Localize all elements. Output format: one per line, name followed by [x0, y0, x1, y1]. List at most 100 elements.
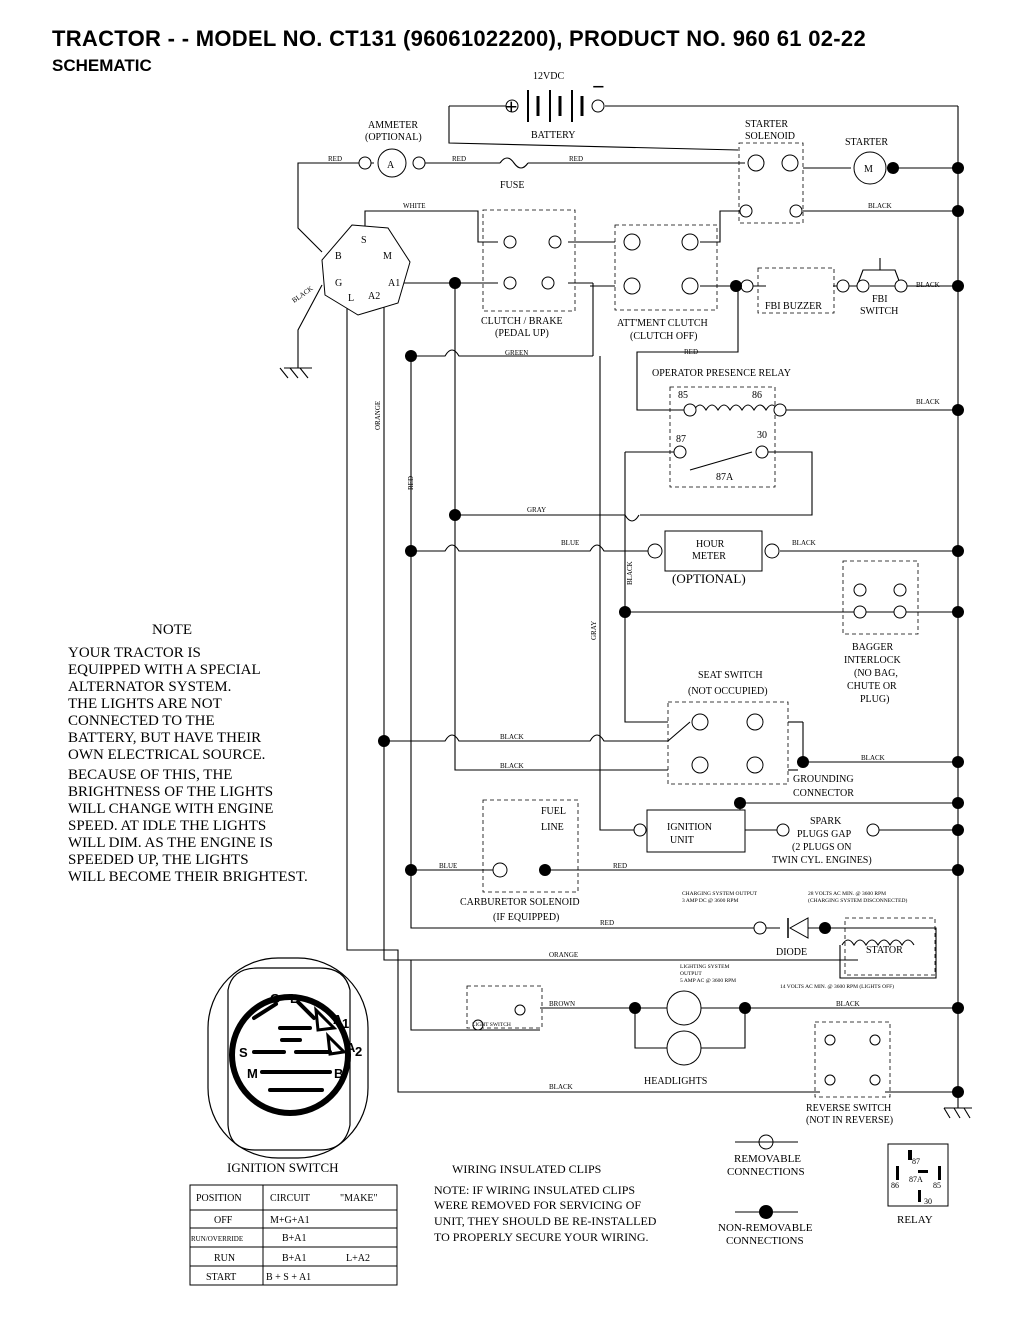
- wire-brown: BROWN: [549, 1000, 575, 1008]
- diode-symbol: [787, 917, 809, 939]
- note-line: BRIGHTNESS OF THE LIGHTS: [68, 784, 273, 800]
- term-a1: A1: [388, 278, 400, 289]
- carb-line2: (IF EQUIPPED): [493, 912, 559, 923]
- hour-meter-line2: METER: [692, 551, 726, 562]
- fbi-switch-line1: FBI: [872, 294, 888, 305]
- wire-red-1: RED: [328, 155, 342, 163]
- wire-red-7: RED: [407, 476, 415, 490]
- attment-line2: (CLUTCH OFF): [630, 331, 698, 342]
- component-outlines: [466, 142, 936, 1098]
- legend-nonremovable-1: NON-REMOVABLE: [718, 1222, 813, 1234]
- note-line: ALTERNATOR SYSTEM.: [68, 679, 231, 695]
- solenoid-line2: SOLENOID: [745, 131, 795, 142]
- hour-meter-optional: (OPTIONAL): [672, 571, 746, 586]
- reverse-line2: (NOT IN REVERSE): [806, 1115, 893, 1126]
- bagger-line1: BAGGER: [852, 642, 893, 653]
- bagger-line4: CHUTE OR: [847, 681, 897, 692]
- wire-black-2: BLACK: [916, 281, 940, 289]
- ignition-table: POSITION CIRCUIT "MAKE" OFF M+G+A1 RUN/O…: [189, 1184, 398, 1286]
- relay-pin-30: 30: [924, 1197, 932, 1206]
- spark-line1: SPARK: [810, 816, 842, 827]
- wire-red-5: RED: [613, 862, 627, 870]
- clips-line: NOTE: IF WIRING INSULATED CLIPS: [434, 1183, 635, 1197]
- bagger-line3: (NO BAG,: [854, 668, 898, 679]
- note-heading: NOTE: [152, 622, 192, 638]
- ammeter-label: AMMETER: [368, 120, 418, 131]
- spark-line2: PLUGS GAP: [797, 829, 852, 840]
- table-header: CIRCUIT: [270, 1193, 310, 1204]
- pin-m: M: [247, 1066, 258, 1081]
- note-line: WILL CHANGE WITH ENGINE: [68, 801, 273, 817]
- lighting-line2: OUTPUT: [680, 971, 702, 977]
- clips-line: TO PROPERLY SECURE YOUR WIRING.: [434, 1230, 648, 1244]
- headlights-label: HEADLIGHTS: [644, 1076, 707, 1087]
- note-line: SPEEDED UP, THE LIGHTS: [68, 852, 249, 868]
- term-g: G: [335, 278, 342, 289]
- battery-voltage: 12VDC: [533, 71, 564, 82]
- ignition-unit-line2: UNIT: [670, 835, 694, 846]
- table-cell: B+A1: [282, 1253, 307, 1264]
- relay-pin-85: 85: [933, 1181, 941, 1190]
- wire-red-4: RED: [684, 348, 698, 356]
- relay-87: 87: [676, 434, 686, 445]
- relay-86: 86: [752, 390, 762, 401]
- ignition-switch-title: IGNITION SWITCH: [227, 1160, 339, 1175]
- note-line: BATTERY, BUT HAVE THEIR: [68, 730, 261, 746]
- stator-label: STATOR: [866, 945, 903, 956]
- light-switch-label: LIGHT SWITCH: [472, 1022, 511, 1028]
- clutch-line2: (PEDAL UP): [495, 328, 549, 339]
- nonremovable-connections: [378, 162, 964, 1219]
- wire-gray-1: GRAY: [527, 506, 546, 514]
- note-line: THE LIGHTS ARE NOT: [68, 696, 222, 712]
- ignition-unit-line1: IGNITION: [667, 822, 712, 833]
- note-line: WILL DIM. AS THE ENGINE IS: [68, 835, 273, 851]
- table-cell: B+A1: [282, 1233, 307, 1244]
- note-line: YOUR TRACTOR IS: [68, 645, 201, 661]
- pin-l: L: [290, 991, 298, 1006]
- page-subtitle: SCHEMATIC: [52, 56, 152, 75]
- wire-gray-2: GRAY: [590, 621, 598, 640]
- table-cell: RUN/OVERRIDE: [191, 1235, 243, 1243]
- note-line: SPEED. AT IDLE THE LIGHTS: [68, 818, 266, 834]
- legend-removable-1: REMOVABLE: [734, 1153, 801, 1165]
- grounding-line2: CONNECTOR: [793, 788, 854, 799]
- note-line: CONNECTED TO THE: [68, 713, 215, 729]
- wire-color-labels: RED RED RED WHITE BLACK BLACK GREEN RED …: [291, 155, 940, 1091]
- wire-black-5: BLACK: [500, 733, 524, 741]
- pin-b: B: [334, 1066, 343, 1081]
- wire-black-1: BLACK: [868, 202, 892, 210]
- charging-line1: CHARGING SYSTEM OUTPUT: [682, 891, 758, 897]
- relay-legend-label: RELAY: [897, 1214, 933, 1226]
- table-header: "MAKE": [340, 1193, 378, 1204]
- pin-a2: A: [346, 1040, 356, 1055]
- fuse-label: FUSE: [500, 180, 524, 191]
- spark-line4: TWIN CYL. ENGINES): [772, 855, 872, 866]
- relay-87a: 87A: [716, 472, 734, 483]
- pin-a2-sub: 2: [355, 1044, 362, 1059]
- table-cell: B + S + A1: [266, 1272, 311, 1283]
- pin-a1: A: [333, 1012, 343, 1027]
- note-line: EQUIPPED WITH A SPECIAL: [68, 662, 261, 678]
- fbi-buzzer-label: FBI BUZZER: [765, 301, 822, 312]
- seat-switch-line2: (NOT OCCUPIED): [688, 686, 768, 697]
- relay-pin-86: 86: [891, 1181, 899, 1190]
- charging-line2: 3 AMP DC @ 3600 RPM: [682, 898, 738, 904]
- relay-pin-87a: 87A: [909, 1175, 923, 1184]
- charging-ac1: 28 VOLTS AC MIN. @ 3600 RPM: [808, 891, 886, 897]
- table-cell: OFF: [214, 1215, 233, 1226]
- legend-removable-2: CONNECTIONS: [727, 1166, 805, 1178]
- pin-a1-sub: 1: [342, 1016, 349, 1031]
- wire-black-10: BLACK: [626, 561, 634, 585]
- solenoid-line1: STARTER: [745, 119, 788, 130]
- relay-pin-87: 87: [912, 1157, 920, 1166]
- wire-orange-1: ORANGE: [549, 951, 578, 959]
- schematic-labels: 12VDC + − BATTERY AMMETER (OPTIONAL) A F…: [335, 71, 907, 1126]
- starter-label: STARTER: [845, 137, 888, 148]
- starter-symbol: M: [864, 164, 873, 175]
- ammeter-optional: (OPTIONAL): [365, 132, 422, 143]
- wire-black-4: BLACK: [792, 539, 816, 547]
- bagger-line2: INTERLOCK: [844, 655, 901, 666]
- fbi-switch-line2: SWITCH: [860, 306, 898, 317]
- clips-line: UNIT, THEY SHOULD BE RE-INSTALLED: [434, 1214, 657, 1228]
